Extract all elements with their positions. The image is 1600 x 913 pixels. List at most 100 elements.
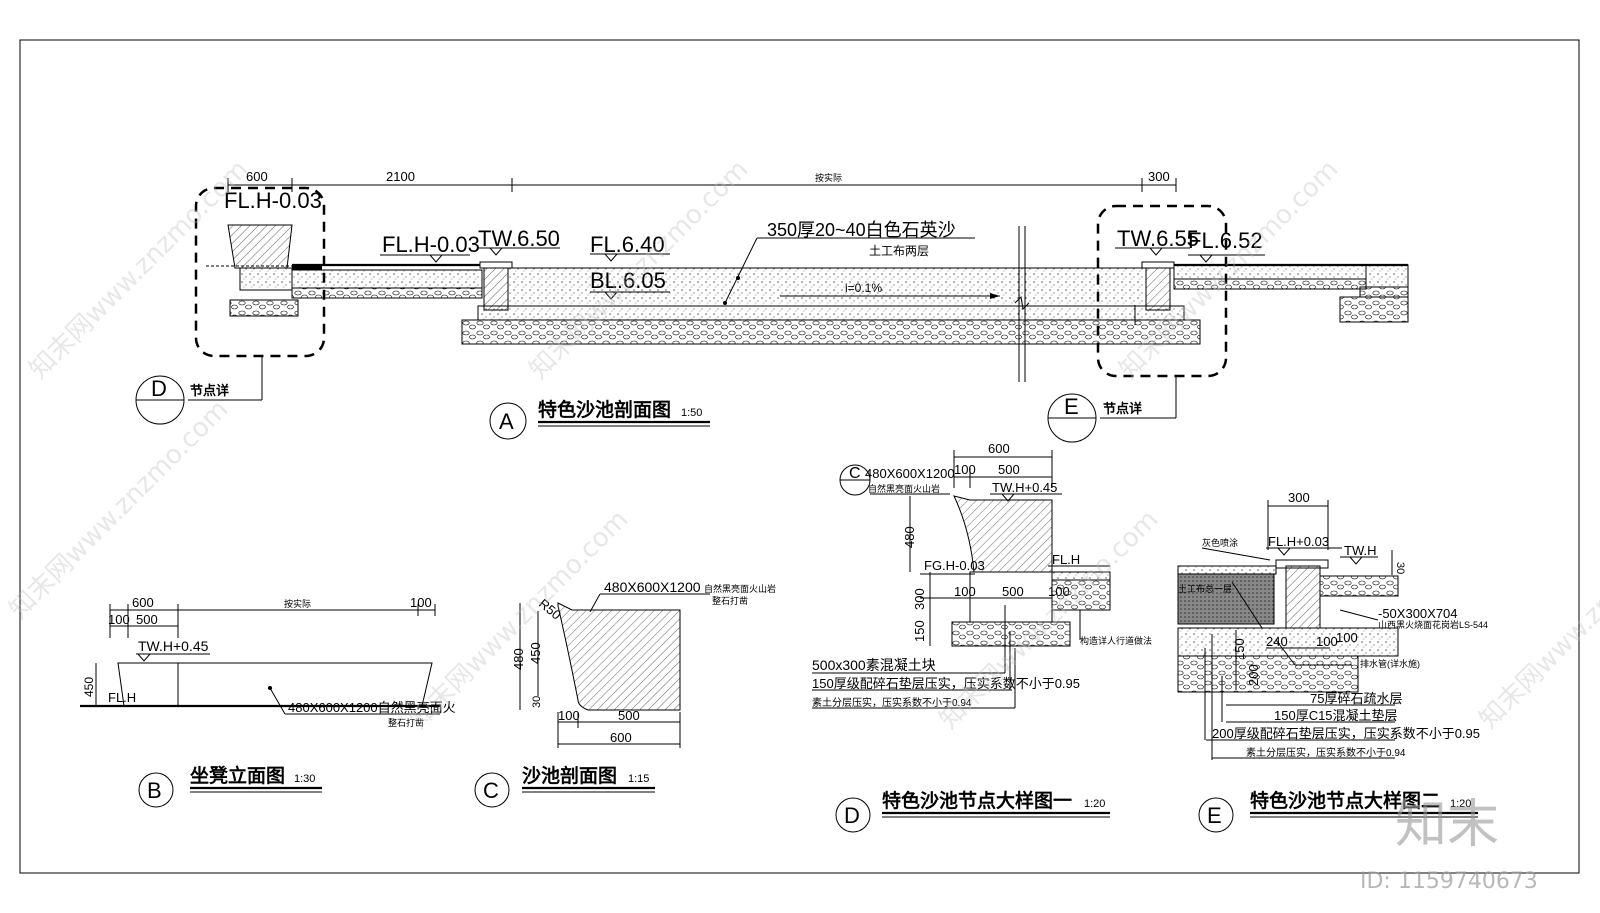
- label-b-twh: TW.H+0.45: [138, 638, 209, 654]
- label-d-stone-note: 自然黑亮面火山岩: [868, 483, 940, 494]
- label-a-bl605: BL.6.05: [590, 268, 666, 293]
- dim-b-100: 100: [108, 612, 130, 627]
- section-a-drawing: 600 2100 按实际 300: [135, 169, 1409, 443]
- callout-d-text: 节点详: [190, 383, 229, 398]
- dim-b-450: 450: [82, 677, 96, 697]
- title-e-name: 特色沙池节点大样图二: [1250, 789, 1440, 812]
- label-c-stone-note: 自然黑亮面火山岩: [704, 583, 776, 594]
- dim-c-30: 30: [531, 696, 543, 708]
- dim-e-100c: 100: [1336, 630, 1358, 645]
- label-a-geotextile: 土工布两层: [869, 244, 929, 258]
- title-b-letter: B: [147, 778, 162, 803]
- dim-e-200: 200: [1246, 664, 1261, 686]
- watermark-text-1: 知末网www.znzmo.com: [24, 154, 255, 385]
- label-e-drain: 排水管(详水施): [1360, 658, 1420, 669]
- callout-d-letter: D: [151, 376, 167, 401]
- title-b-name: 坐凳立面图: [190, 764, 285, 787]
- dim-d-100a: 100: [954, 584, 976, 599]
- callout-box-d: [194, 186, 326, 358]
- title-b-scale: 1:30: [294, 773, 315, 785]
- label-b-stone: 480X600X1200自然黑亮面火: [288, 700, 456, 715]
- watermark-logo: 知末: [1395, 795, 1499, 855]
- dim-e-150: 150: [1232, 638, 1247, 660]
- section-c-drawing: 480 450 30 R50 480X600X1200 自然黑亮面火山岩 整石打…: [474, 579, 776, 808]
- title-c-name: 沙池剖面图: [522, 764, 617, 787]
- dim-c-100: 100: [558, 708, 580, 723]
- dim-a-300: 300: [1148, 169, 1170, 184]
- dim-b-500: 500: [136, 612, 158, 627]
- title-a-name: 特色沙池剖面图: [538, 398, 671, 421]
- label-d-twh: TW.H+0.45: [992, 480, 1057, 495]
- note-d-3: 素土分层压实，压实系数不小于0.94: [812, 696, 972, 709]
- label-b-stone2: 整石打凿: [388, 717, 424, 728]
- note-e-1: 75厚碎石疏水层: [1310, 691, 1402, 706]
- label-e-curb: -50X300X704: [1378, 606, 1458, 621]
- label-d-pave-note: 构造详人行道做法: [1080, 635, 1152, 646]
- title-d-letter: D: [844, 803, 860, 828]
- dim-e-100: 100: [1316, 634, 1338, 649]
- title-a-letter: A: [499, 409, 514, 434]
- label-e-geo: 土工布总一层: [1178, 583, 1232, 594]
- dim-d-480: 480: [902, 526, 917, 548]
- note-e-3: 200厚级配碎石垫层压实，压实系数不小于0.95: [1212, 726, 1480, 741]
- label-e-curb2: 山西黑火烧面花岗岩LS-544: [1378, 619, 1488, 630]
- section-d-drawing: 600 100 500 C 480X600X1200 自然黑亮面火山岩 TW.H…: [812, 441, 1152, 833]
- label-d-flh: FL.H: [1052, 552, 1080, 567]
- dim-b-actual: 按实际: [284, 598, 311, 609]
- watermark-text-4: 知末网www.znzmo.com: [4, 394, 235, 625]
- dim-d-300: 300: [912, 588, 927, 610]
- watermark-text-7: 知末网www.znzmo.com: [1474, 504, 1600, 735]
- label-a-left-flh: FL.H-0.03: [224, 188, 322, 213]
- title-d-name: 特色沙池节点大样图一: [882, 789, 1072, 812]
- title-e-letter: E: [1207, 803, 1222, 828]
- label-d-stone: 480X600X1200: [865, 466, 955, 481]
- title-c-scale: 1:15: [628, 773, 649, 785]
- dim-d-150: 150: [912, 620, 927, 642]
- note-d-2: 150厚级配碎石垫层压实，压实系数不小于0.95: [812, 676, 1080, 691]
- dim-c-500: 500: [618, 708, 640, 723]
- dim-a-2100: 2100: [386, 169, 415, 184]
- dim-c-450: 450: [528, 642, 543, 664]
- sheet-border: [19, 39, 1580, 874]
- dim-d-500: 500: [998, 462, 1020, 477]
- dim-d-600: 600: [988, 441, 1010, 456]
- label-a-sand-note: 350厚20~40白色石英沙: [767, 220, 956, 240]
- label-a-tw655: TW.6.55: [1117, 226, 1199, 251]
- title-c-letter: C: [483, 778, 499, 803]
- title-d-scale: 1:20: [1084, 798, 1105, 810]
- callout-box-e: [1096, 204, 1228, 378]
- label-a-fl640: FL.6.40: [590, 232, 665, 257]
- title-a-scale: 1:50: [681, 407, 702, 419]
- dim-e-30: 30: [1394, 562, 1406, 574]
- dim-c-480: 480: [511, 648, 526, 670]
- callout-e-letter: E: [1064, 394, 1079, 419]
- watermark-id: ID: 1159740673: [1360, 869, 1538, 894]
- dim-e-300: 300: [1288, 490, 1310, 505]
- label-e-flh: FL.H+0.03: [1268, 534, 1329, 549]
- note-e-4: 素土分层压实，压实系数不小于0.94: [1246, 746, 1406, 759]
- label-e-grey: 灰色喷涂: [1202, 537, 1238, 548]
- label-e-twh: TW.H: [1344, 543, 1377, 558]
- dim-d-100b: 100: [1048, 584, 1070, 599]
- label-a-flh: FL.H-0.03: [382, 232, 480, 257]
- label-a-tw650: TW.6.50: [478, 226, 560, 251]
- dim-d-100: 100: [954, 462, 976, 477]
- dim-c-600: 600: [610, 730, 632, 745]
- dim-d-500b: 500: [1002, 584, 1024, 599]
- callout-c-letter: C: [849, 465, 861, 482]
- title-e-scale: 1:20: [1450, 798, 1471, 810]
- label-c-stone-note2: 整石打凿: [712, 595, 748, 606]
- label-a-slope: i=0.1%: [845, 281, 882, 295]
- label-a-fl652: FL.6.52: [1188, 228, 1263, 253]
- note-e-2: 150厚C15混凝土垫层: [1274, 708, 1398, 723]
- dim-b-600: 600: [132, 595, 154, 610]
- callout-e-text: 节点详: [1103, 401, 1142, 416]
- dim-a-600: 600: [246, 169, 268, 184]
- label-c-stone: 480X600X1200: [604, 579, 701, 595]
- label-b-flh: FL.H: [108, 690, 136, 705]
- note-d-1: 500x300素混凝土块: [812, 657, 936, 673]
- label-d-fgh: FG.H-0.03: [924, 558, 985, 573]
- section-b-drawing: 600 按实际 100 100 500 TW.H+0.45 450 FL.H 4…: [80, 595, 456, 808]
- dim-b-100b: 100: [410, 595, 432, 610]
